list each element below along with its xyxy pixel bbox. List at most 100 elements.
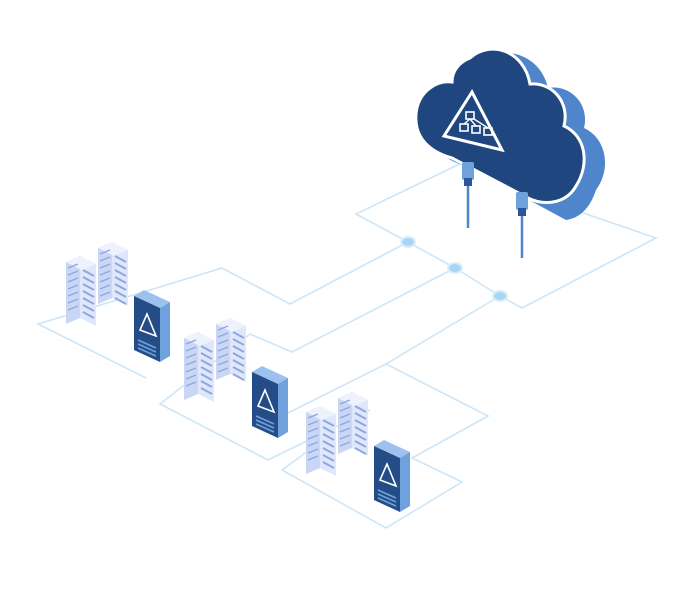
network-lines — [35, 159, 659, 529]
building-window-row — [322, 440, 335, 448]
server-vent — [255, 415, 275, 425]
building-window-row — [82, 269, 95, 277]
office-building-icon — [338, 392, 368, 456]
building-window-row — [82, 283, 95, 291]
building-window-row — [354, 412, 367, 420]
sites — [66, 242, 410, 512]
junction-node-1 — [400, 236, 416, 248]
building-window-row — [339, 427, 351, 433]
building-window-row — [185, 360, 197, 366]
building-roof — [338, 392, 368, 406]
building-window-row — [217, 332, 229, 338]
building-window-row — [99, 256, 111, 262]
server-emblem-icon — [378, 461, 398, 488]
building-window-row — [354, 433, 367, 441]
site-cluster — [306, 392, 410, 512]
server-side — [400, 452, 410, 512]
building-window-row — [200, 373, 213, 381]
building-window-row — [185, 353, 197, 359]
building-window-row — [185, 367, 197, 373]
building-window-row — [99, 263, 111, 269]
building-window-row — [114, 290, 127, 298]
cloud-plug-left-tip — [464, 178, 472, 186]
building-window-row — [217, 346, 229, 352]
building-window-row — [185, 346, 197, 352]
building-side — [80, 256, 96, 326]
building-window-row — [307, 420, 319, 426]
server-rack-icon — [252, 366, 288, 438]
office-building-icon — [98, 242, 128, 306]
building-window-row — [217, 367, 229, 373]
building-window-row — [322, 419, 335, 427]
cloud-network-icon — [414, 47, 606, 258]
building-window-row — [322, 447, 335, 455]
building-window-row — [354, 419, 367, 427]
building-window-row — [200, 359, 213, 367]
building-side — [198, 332, 214, 402]
building-window-row — [99, 270, 111, 276]
building-window-row — [217, 360, 229, 366]
building-window-row — [307, 448, 319, 454]
site-link-1 — [35, 241, 409, 379]
building-window-row — [354, 440, 367, 448]
server-vent — [137, 343, 157, 353]
building-window-row — [339, 413, 351, 419]
building-window-row — [339, 399, 351, 405]
building-window-row — [339, 406, 351, 412]
server-vent — [255, 423, 275, 433]
building-window-row — [322, 426, 335, 434]
building-window-row — [232, 338, 245, 346]
building-window-row — [232, 331, 245, 339]
site-cluster — [66, 242, 170, 362]
building-window-row — [200, 366, 213, 374]
server-vent — [377, 497, 397, 507]
building-window-row — [185, 374, 197, 380]
building-window-row — [232, 345, 245, 353]
building-window-row — [67, 284, 79, 290]
building-window-row — [354, 426, 367, 434]
building-window-row — [82, 297, 95, 305]
cloud-face — [414, 47, 586, 204]
building-window-row — [307, 434, 319, 440]
building-side — [320, 406, 336, 476]
building-window-row — [217, 325, 229, 331]
building-window-row — [200, 345, 213, 353]
server-rack-icon — [134, 290, 170, 362]
server-vent — [137, 339, 157, 349]
site-cluster — [184, 318, 288, 438]
building-window-row — [232, 359, 245, 367]
building-roof — [98, 242, 128, 256]
server-rack-icon — [374, 440, 410, 512]
building-window-row — [200, 352, 213, 360]
server-vent — [137, 347, 157, 357]
building-window-row — [200, 380, 213, 388]
cloud-link-left — [354, 159, 501, 297]
building-window-row — [67, 263, 79, 269]
server-vent — [255, 419, 275, 429]
building-window-row — [232, 366, 245, 374]
cloud-plug-left — [462, 162, 474, 180]
building-window-row — [67, 277, 79, 283]
building-window-row — [67, 291, 79, 297]
building-window-row — [114, 297, 127, 305]
building-window-row — [185, 339, 197, 345]
building-window-row — [354, 447, 367, 455]
junction-node-3 — [492, 290, 508, 302]
building-window-row — [114, 276, 127, 284]
building-window-row — [82, 290, 95, 298]
building-window-row — [99, 284, 111, 290]
server-top — [374, 440, 410, 458]
building-window-row — [322, 433, 335, 441]
building-window-row — [99, 277, 111, 283]
building-window-row — [339, 434, 351, 440]
office-building-icon — [216, 318, 246, 382]
server-top — [134, 290, 170, 308]
office-building-icon — [184, 332, 214, 402]
server-side — [160, 302, 170, 362]
building-window-row — [67, 305, 79, 311]
building-window-row — [99, 291, 111, 297]
server-vent — [377, 489, 397, 499]
server-emblem-icon — [138, 311, 158, 338]
building-window-row — [67, 298, 79, 304]
site-link-3 — [280, 295, 501, 529]
